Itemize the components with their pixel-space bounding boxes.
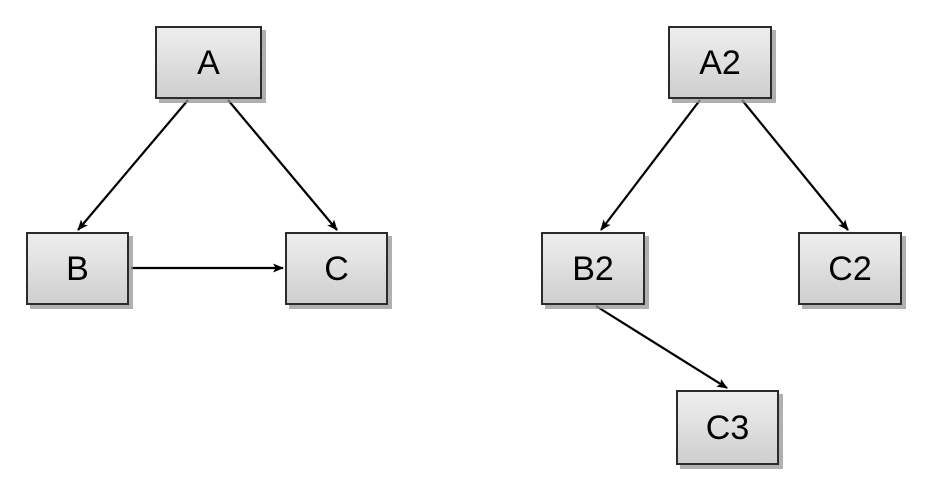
node-label: A [197, 43, 220, 82]
node-a[interactable]: A [155, 26, 262, 99]
node-c[interactable]: C [285, 232, 388, 305]
edge-a-b-arrow-icon [77, 99, 189, 231]
edge-a2-c2-arrow-icon [741, 99, 849, 231]
node-b2[interactable]: B2 [541, 232, 645, 305]
node-a2[interactable]: A2 [668, 26, 772, 99]
node-c2[interactable]: C2 [798, 232, 902, 305]
edge-b2-c3-arrow-icon [595, 305, 728, 389]
node-label: B2 [572, 249, 614, 288]
node-label: C2 [828, 249, 872, 288]
node-b[interactable]: B [26, 232, 129, 305]
node-label: C3 [705, 408, 750, 447]
node-label: C [324, 249, 349, 288]
node-label: B [66, 249, 89, 288]
node-c3[interactable]: C3 [676, 390, 779, 465]
edge-a-c-arrow-icon [227, 99, 338, 231]
edge-group [77, 99, 849, 389]
node-label: A2 [699, 43, 741, 82]
edge-a2-b2-arrow-icon [600, 99, 701, 231]
